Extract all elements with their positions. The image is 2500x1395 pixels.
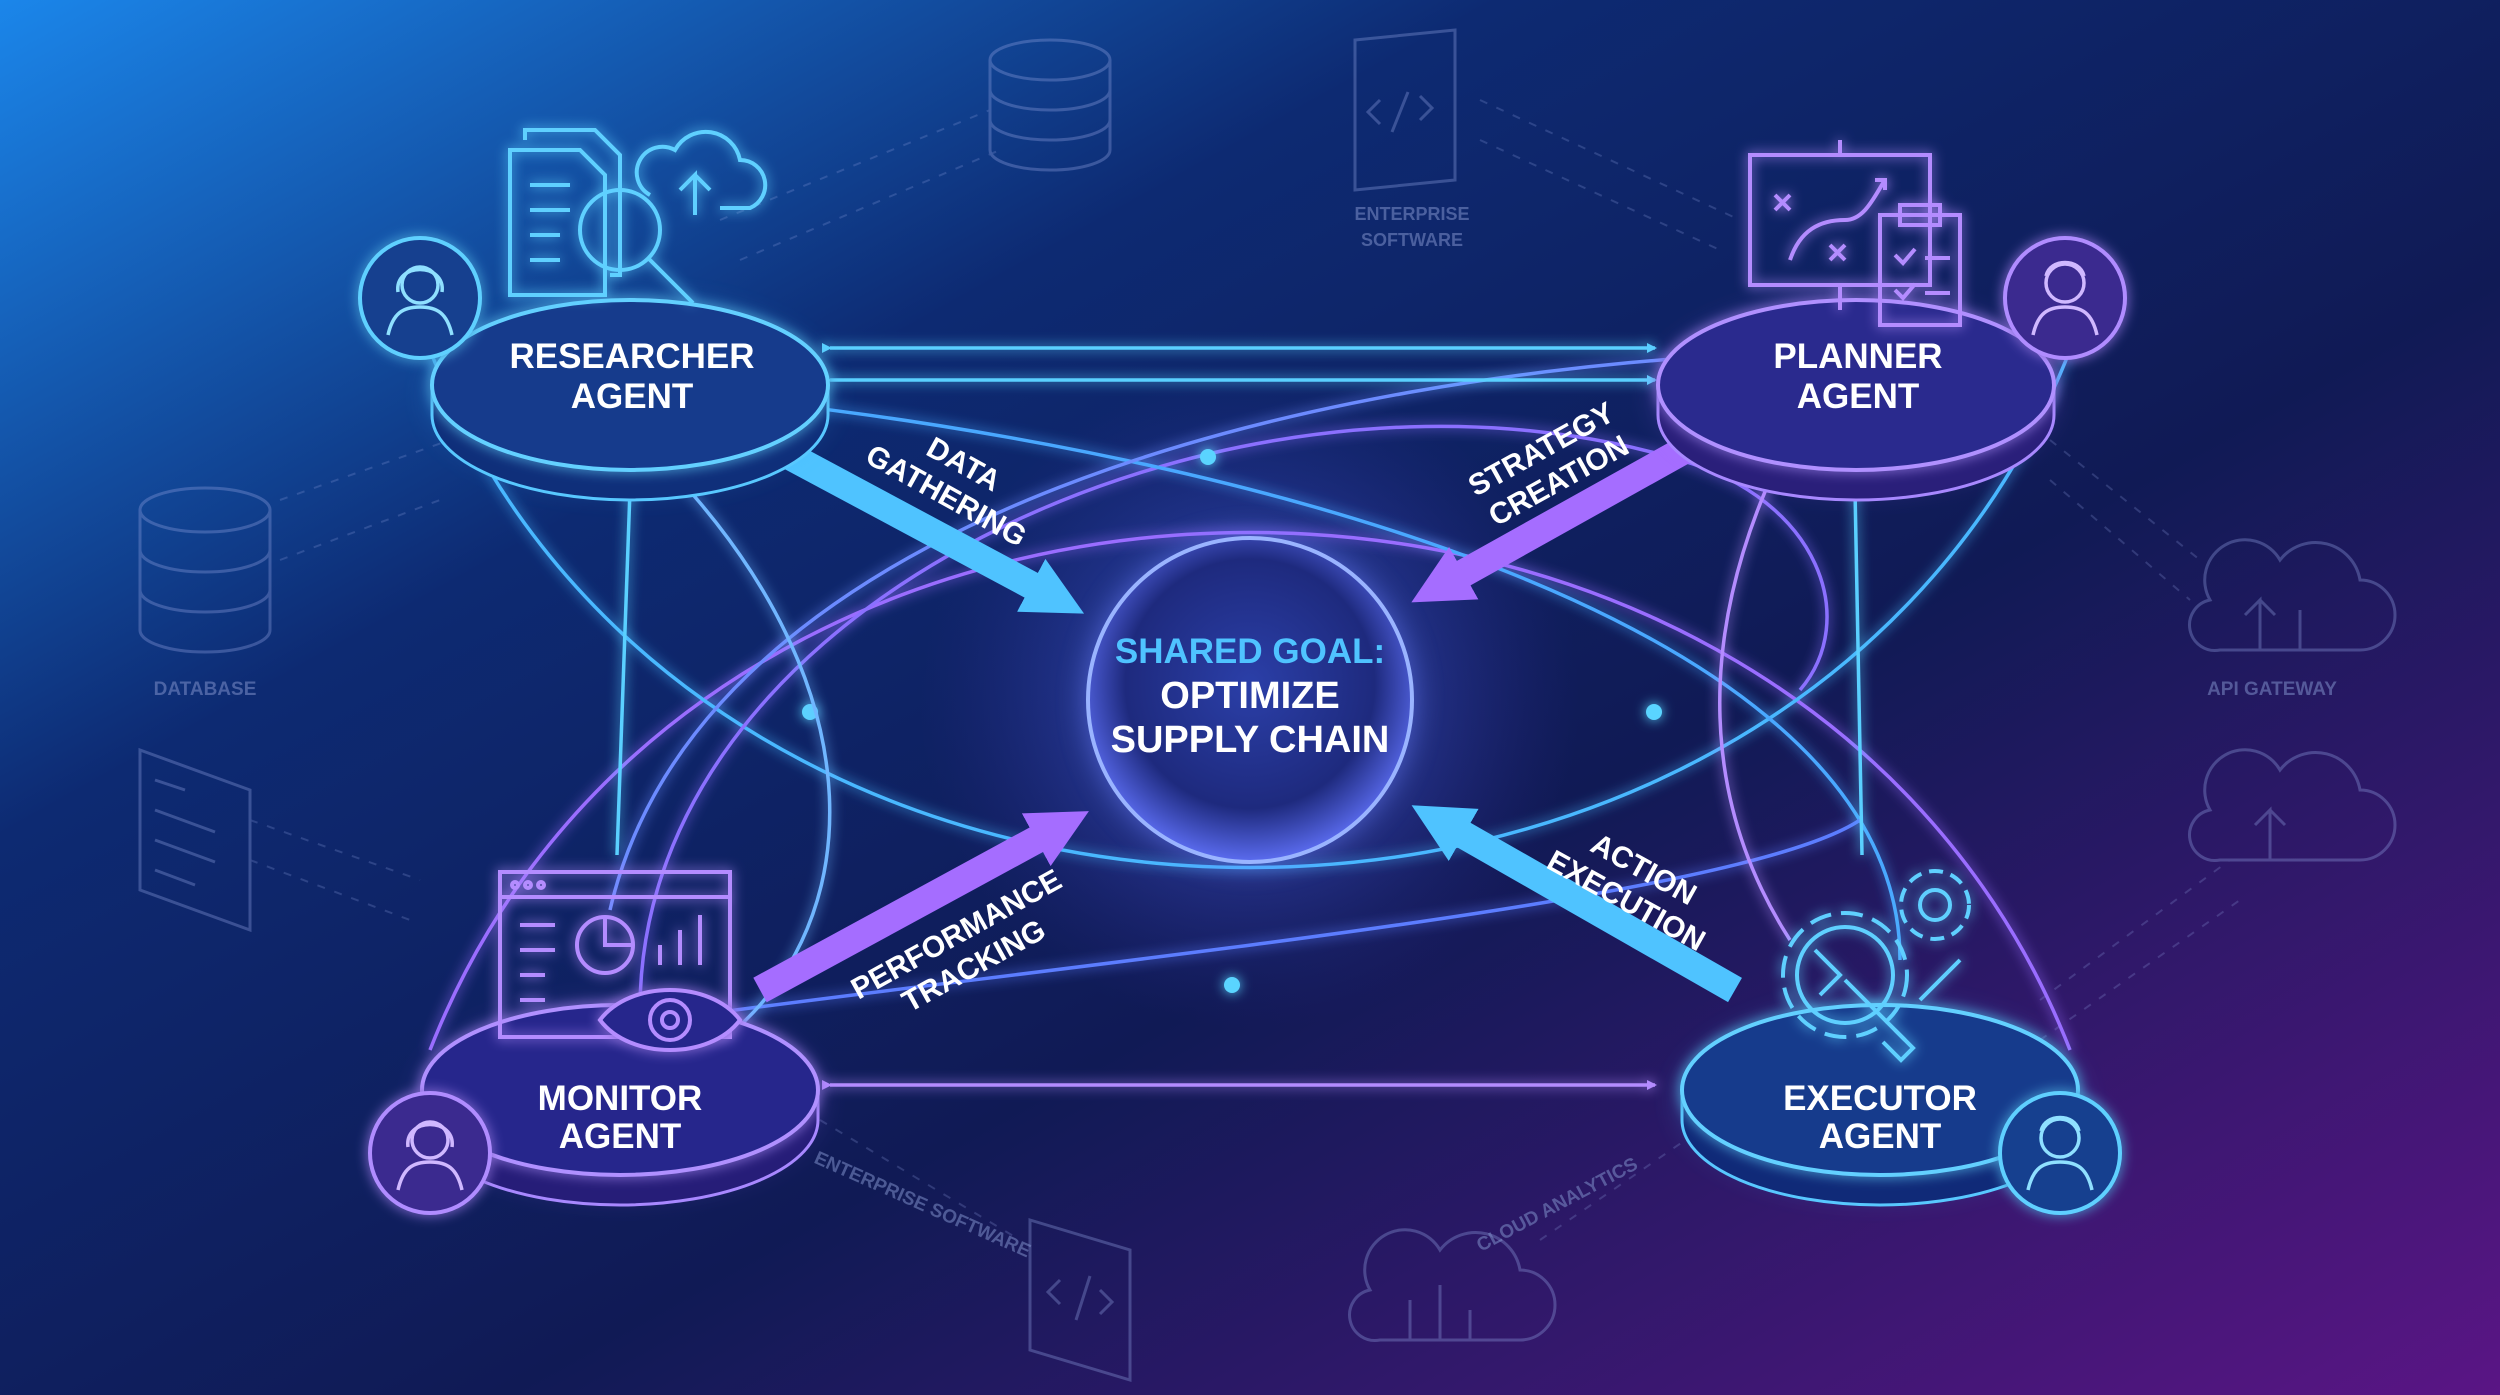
enterprise-software-icon-top [1353, 28, 1457, 192]
gear-wrench-icon [1781, 911, 1916, 1063]
strategy-board-icon [1748, 140, 1932, 310]
planner-agent-title: PLANNER [1773, 337, 1942, 376]
executor-agent-subtitle: AGENT [1819, 1117, 1942, 1156]
monitor-agent-title: MONITOR [538, 1079, 703, 1118]
researcher-agent-title: RESEARCHER [509, 337, 754, 376]
document-search-icon [508, 128, 695, 305]
orbit-nodes [802, 449, 1662, 993]
executor-agent-title: EXECUTOR [1783, 1079, 1977, 1118]
data-gathering-arrow [753, 427, 1085, 614]
database-icon-top [988, 38, 1112, 172]
dashboard-monitor-icon [498, 870, 732, 1039]
database-icon-left [138, 486, 272, 654]
executor-agent[interactable]: EXECUTOR AGENT [1680, 869, 2122, 1215]
enterprise-software-top-label-2: SOFTWARE [1361, 230, 1463, 250]
executor-avatar[interactable] [1998, 1091, 2122, 1215]
database-label: DATABASE [154, 679, 257, 700]
monitor-avatar[interactable] [368, 1091, 492, 1215]
background-systems [138, 28, 2397, 1383]
male-user-icon [2026, 1115, 2094, 1191]
gear-icon [1899, 869, 1971, 1002]
clipboard-checklist-icon [1878, 203, 1962, 327]
shared-goal-heading: SHARED GOAL: [1115, 632, 1385, 671]
male-user-icon [2031, 260, 2099, 336]
enterprise-window-icon-left [138, 747, 252, 933]
api-gateway-cloud-icon [2188, 538, 2397, 652]
planner-agent[interactable]: PLANNER AGENT [1655, 140, 2127, 502]
monitor-agent[interactable]: MONITOR AGENT [368, 870, 820, 1215]
female-user-icon [386, 265, 454, 336]
monitor-agent-subtitle: AGENT [559, 1117, 682, 1156]
researcher-agent-subtitle: AGENT [571, 377, 694, 416]
action-execution-arrow [1411, 805, 1742, 1003]
cloud-icon-right [2188, 748, 2397, 862]
cloud-upload-icon [634, 129, 768, 215]
planner-agent-subtitle: AGENT [1797, 377, 1920, 416]
orbit-lines [428, 348, 2072, 1051]
strategy-creation-arrow [1411, 417, 1727, 603]
planner-avatar[interactable] [2003, 236, 2127, 360]
api-gateway-label: API GATEWAY [2207, 679, 2337, 700]
enterprise-software-top-label-1: ENTERPRISE [1354, 204, 1469, 224]
shared-goal-line-2: OPTIMIZE [1160, 675, 1339, 717]
shared-goal-sphere[interactable]: SHARED GOAL: OPTIMIZE SUPPLY CHAIN [1085, 535, 1415, 865]
researcher-avatar[interactable] [358, 236, 482, 360]
researcher-agent[interactable]: RESEARCHER AGENT [358, 128, 830, 502]
cloud-analytics-icon [1348, 1228, 1557, 1342]
enterprise-software-icon-bottom [1028, 1217, 1132, 1383]
performance-tracking-arrow [753, 811, 1089, 1003]
shared-goal-line-3: SUPPLY CHAIN [1111, 719, 1390, 761]
female-user-icon [396, 1120, 464, 1191]
eye-icon [597, 988, 743, 1052]
flow-arrows [753, 417, 1742, 1003]
